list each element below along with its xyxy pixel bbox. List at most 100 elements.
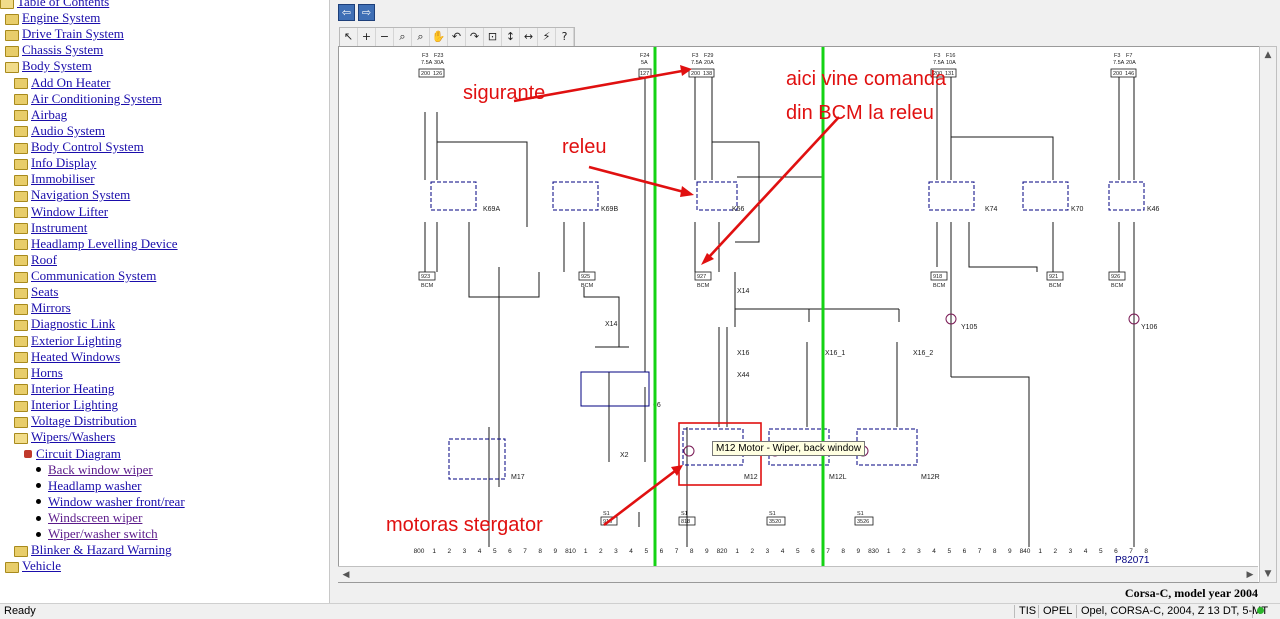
tree-item-chassis-system[interactable]: Chassis System [5, 42, 103, 58]
tree-link-add-on-heater[interactable]: Add On Heater [31, 74, 111, 90]
tree-link-body-control-system[interactable]: Body Control System [31, 139, 144, 155]
tree-item-blinker-hazard-warning[interactable]: Blinker & Hazard Warning [14, 542, 172, 558]
tree-link-seats[interactable]: Seats [31, 284, 59, 300]
tree-link-chassis-system[interactable]: Chassis System [22, 42, 104, 58]
tree-item-vehicle[interactable]: Vehicle [5, 558, 61, 574]
pan-tool-icon[interactable]: ✋ [430, 28, 448, 46]
fit-height-tool-icon[interactable]: ↕ [502, 28, 520, 46]
tree-item-navigation-system[interactable]: Navigation System [14, 187, 130, 203]
forward-button[interactable]: ⇨ [358, 4, 375, 21]
tree-item-headlamp-levelling-device[interactable]: Headlamp Levelling Device [14, 236, 178, 252]
circuit-diagram-view[interactable]: F3 F23 7.5A 30A 200 126 F24 5A 127 F3 F2… [338, 46, 1260, 583]
tree-link-audio-system[interactable]: Audio System [31, 122, 106, 138]
tree-item-wipers-washers[interactable]: Wipers/Washers [14, 429, 115, 445]
tree-item-interior-heating[interactable]: Interior Heating [14, 381, 114, 397]
tree-link-navigation-system[interactable]: Navigation System [31, 187, 131, 203]
tree-item-mirrors[interactable]: Mirrors [14, 300, 71, 316]
tree-link-headlamp-levelling-device[interactable]: Headlamp Levelling Device [31, 235, 178, 251]
tree-link-air-conditioning-system[interactable]: Air Conditioning System [31, 90, 162, 106]
tree-item-drive-train-system[interactable]: Drive Train System [5, 26, 124, 42]
tree-link-back-window-wiper[interactable]: Back window wiper [48, 461, 153, 477]
bullet-icon [36, 515, 41, 521]
ruler-tick: 7 [978, 548, 982, 555]
tree-item-info-display[interactable]: Info Display [14, 155, 96, 171]
tree-link-engine-system[interactable]: Engine System [22, 10, 101, 25]
tree-item-instrument[interactable]: Instrument [14, 220, 87, 236]
tree-item-communication-system[interactable]: Communication System [14, 268, 156, 284]
tree-item-audio-system[interactable]: Audio System [14, 123, 105, 139]
folder-icon [14, 158, 28, 170]
tree-item-windscreen-wiper[interactable]: Windscreen wiper [36, 510, 142, 526]
tree-link-communication-system[interactable]: Communication System [31, 268, 157, 284]
highlight-tool-icon[interactable]: ⚡ [538, 28, 556, 46]
tree-item-circuit-diagram[interactable]: Circuit Diagram [24, 446, 121, 462]
tree-link-mirrors[interactable]: Mirrors [31, 300, 71, 316]
tree-item-back-window-wiper[interactable]: Back window wiper [36, 462, 153, 478]
tree-item-body-system[interactable]: Body System [5, 58, 92, 74]
tree-link-heated-windows[interactable]: Heated Windows [31, 348, 121, 364]
tree-item-exterior-lighting[interactable]: Exterior Lighting [14, 333, 122, 349]
status-brand: OPEL [1038, 605, 1076, 618]
tree-link-blinker-hazard-warning[interactable]: Blinker & Hazard Warning [31, 542, 172, 558]
tree-item-root[interactable]: Table of Contents [0, 0, 109, 10]
folder-icon [14, 400, 28, 412]
tree-link-vehicle[interactable]: Vehicle [22, 558, 61, 574]
tree-link-interior-heating[interactable]: Interior Heating [31, 380, 115, 396]
tree-link-immobiliser[interactable]: Immobiliser [31, 171, 95, 187]
tree-item-add-on-heater[interactable]: Add On Heater [14, 75, 110, 91]
tree-item-diagnostic-link[interactable]: Diagnostic Link [14, 316, 115, 332]
tree-item-headlamp-washer[interactable]: Headlamp washer [36, 478, 142, 494]
back-button[interactable]: ⇦ [338, 4, 355, 21]
tree-link-airbag[interactable]: Airbag [31, 106, 68, 122]
tree-link-diagnostic-link[interactable]: Diagnostic Link [31, 316, 116, 332]
tree-item-seats[interactable]: Seats [14, 284, 58, 300]
tree-item-body-control-system[interactable]: Body Control System [14, 139, 144, 155]
fit-page-tool-icon[interactable]: ⊡ [484, 28, 502, 46]
tree-link-windscreen-wiper[interactable]: Windscreen wiper [48, 510, 143, 526]
horizontal-scrollbar[interactable]: ◀ ▶ [338, 566, 1258, 582]
tree-link-headlamp-washer[interactable]: Headlamp washer [48, 477, 142, 493]
tree-link-window-washer-front-rear[interactable]: Window washer front/rear [48, 493, 185, 509]
zoom-area-tool-icon[interactable]: ⌕ [394, 28, 412, 46]
tree-item-window-washer-front-rear[interactable]: Window washer front/rear [36, 494, 185, 510]
select-tool-icon[interactable]: ↖ [340, 28, 358, 46]
zoom-out-tool-icon[interactable]: − [376, 28, 394, 46]
tree-item-air-conditioning-system[interactable]: Air Conditioning System [14, 91, 162, 107]
vertical-scrollbar[interactable]: ▲ ▼ [1259, 46, 1277, 583]
tree-link-exterior-lighting[interactable]: Exterior Lighting [31, 332, 122, 348]
tree-item-wiper-washer-switch[interactable]: Wiper/washer switch [36, 526, 158, 542]
tree-item-interior-lighting[interactable]: Interior Lighting [14, 397, 118, 413]
tree-item-window-lifter[interactable]: Window Lifter [14, 204, 108, 220]
tree-link-circuit-diagram[interactable]: Circuit Diagram [36, 445, 121, 461]
tree-link-body-system[interactable]: Body System [22, 58, 92, 74]
scroll-left-icon[interactable]: ◀ [342, 570, 350, 580]
tree-item-airbag[interactable]: Airbag [14, 107, 67, 123]
tree-item-heated-windows[interactable]: Heated Windows [14, 349, 120, 365]
tree-link-horns[interactable]: Horns [31, 364, 63, 380]
zoom-in-tool-icon[interactable]: + [358, 28, 376, 46]
scroll-down-icon[interactable]: ▼ [1264, 569, 1272, 579]
scroll-up-icon[interactable]: ▲ [1264, 50, 1272, 60]
tree-item-voltage-distribution[interactable]: Voltage Distribution [14, 413, 137, 429]
tree-item-roof[interactable]: Roof [14, 252, 57, 268]
tree-item-engine-system[interactable]: Engine System [5, 10, 100, 26]
tree-item-horns[interactable]: Horns [14, 365, 63, 381]
tree-link-drive-train-system[interactable]: Drive Train System [22, 26, 124, 42]
rotate-right-tool-icon[interactable]: ↷ [466, 28, 484, 46]
tree-link-instrument[interactable]: Instrument [31, 219, 88, 235]
tree-link-window-lifter[interactable]: Window Lifter [31, 203, 109, 219]
help-tool-icon[interactable]: ? [556, 28, 574, 46]
tree-link-interior-lighting[interactable]: Interior Lighting [31, 397, 119, 413]
tree-item-immobiliser[interactable]: Immobiliser [14, 171, 95, 187]
tree-link-root[interactable]: Table of Contents [17, 0, 110, 9]
tree-link-wiper-washer-switch[interactable]: Wiper/washer switch [48, 526, 158, 542]
tree-link-wipers-washers[interactable]: Wipers/Washers [31, 429, 116, 445]
zoom-region-tool-icon[interactable]: ⌕ [412, 28, 430, 46]
tree-link-info-display[interactable]: Info Display [31, 155, 97, 171]
tree-link-voltage-distribution[interactable]: Voltage Distribution [31, 413, 137, 429]
fit-width-tool-icon[interactable]: ↔ [520, 28, 538, 46]
scroll-right-icon[interactable]: ▶ [1246, 570, 1254, 580]
rotate-left-tool-icon[interactable]: ↶ [448, 28, 466, 46]
tree-link-roof[interactable]: Roof [31, 251, 57, 267]
